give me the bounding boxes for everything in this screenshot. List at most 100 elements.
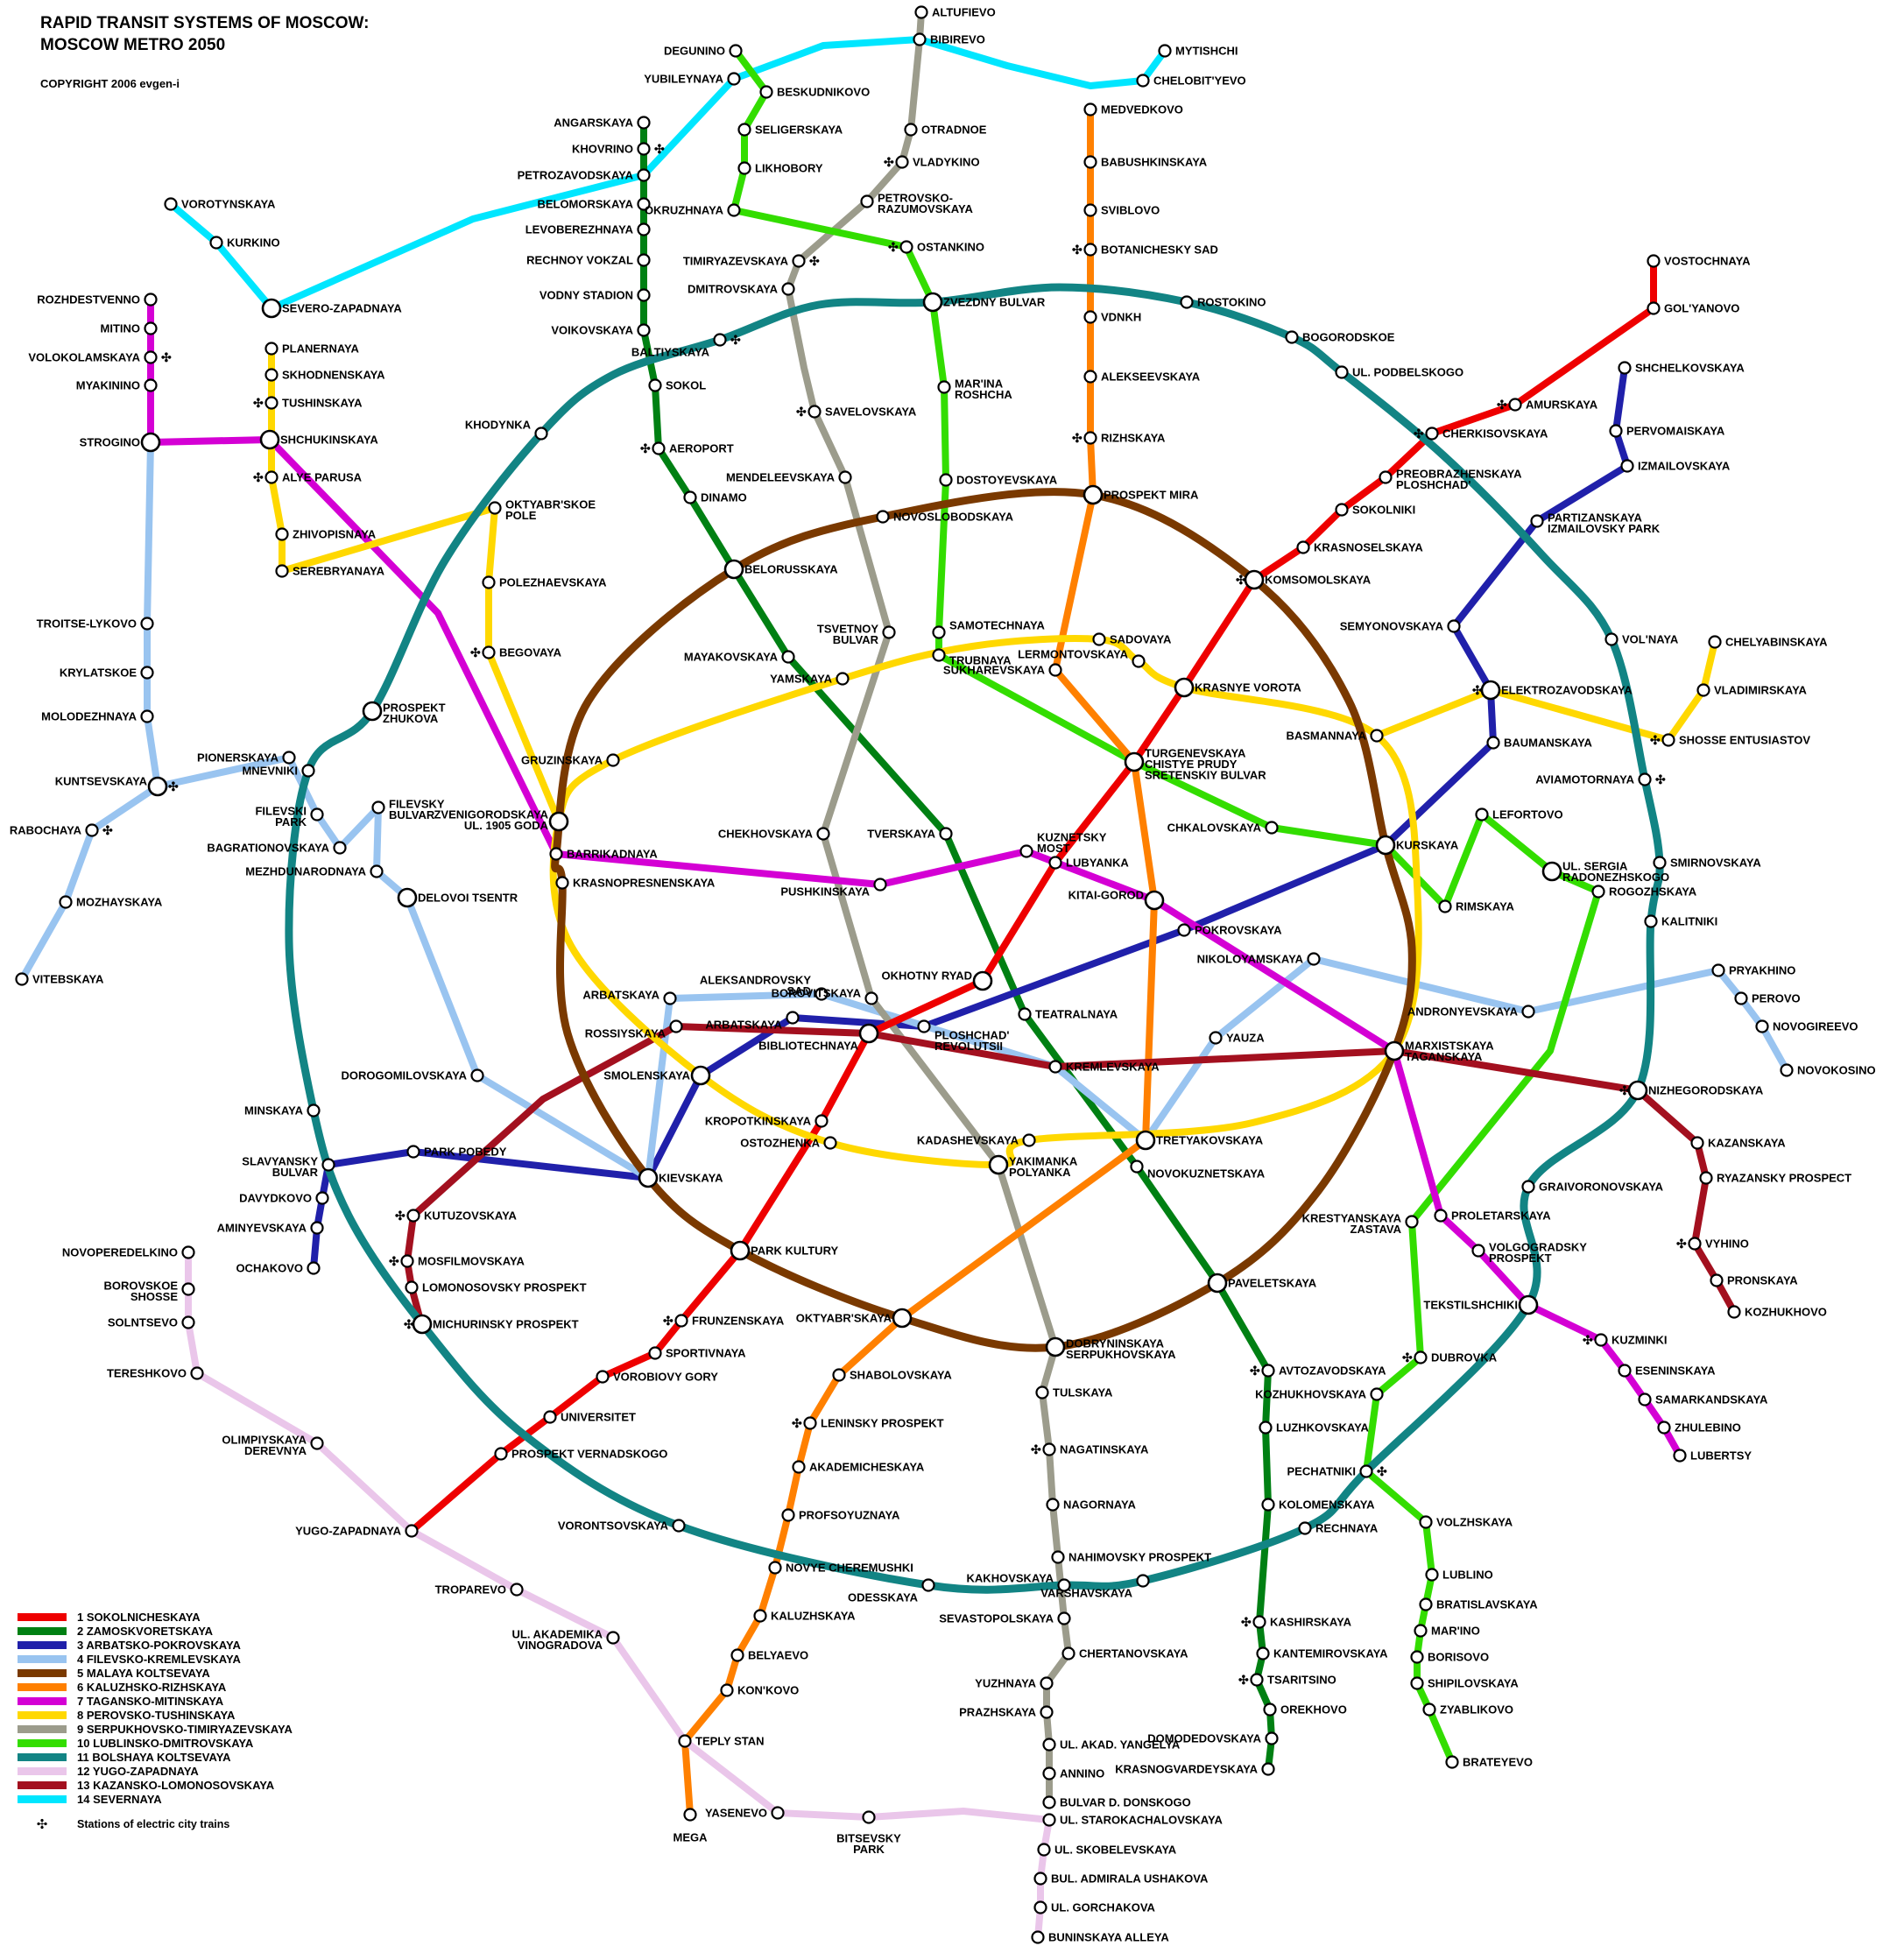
station-label: GRUZINSKAYA [521,754,603,767]
station-marker [1609,424,1623,438]
electric-train-cross-icon: ✣ [36,1817,48,1832]
station-marker [786,1011,800,1025]
station-label: YASENEVO [705,1807,767,1820]
station-label: OREKHOVO [1280,1703,1347,1717]
station-label: KIEVSKAYA [659,1172,723,1185]
station-label: BIBIREVO [930,33,985,46]
station-marker [939,827,953,841]
station-marker [1384,1040,1405,1061]
station-marker [921,1578,935,1592]
electric-train-cross-icon: ✣ [1250,1364,1260,1378]
station-label: BAGRATIONOVSKAYA [207,842,329,855]
electric-train-cross-icon: ✣ [1236,573,1246,587]
legend-color-swatch [18,1724,67,1733]
electric-train-cross-icon: ✣ [1676,1237,1687,1251]
station-marker [1657,1421,1671,1435]
electric-train-cross-icon: ✣ [1583,1333,1593,1347]
station-marker [1244,569,1265,590]
station-label: ANGARSKAYA [554,116,633,130]
station-label: UL. PODBELSKOGO [1352,366,1463,379]
station-label: POLEZHAEVSKAYA [499,576,607,589]
station-label: RIZHSKAYA [1101,432,1166,445]
station-marker [972,970,993,991]
station-marker [1261,1364,1275,1378]
station-label: BESKUDNIKOVO [777,86,870,99]
station-marker [301,764,315,778]
station-label: KUNTSEVSKAYA [55,775,148,788]
station-marker [406,1209,420,1223]
station-marker [144,378,158,392]
station-marker [181,1282,195,1296]
station-marker [310,1436,324,1450]
metro-line-8-ring [549,635,1422,1169]
station-marker [1083,102,1097,116]
legend-row-line-6: 6 KALUZHSKO-RIZHSKAYA [18,1680,293,1694]
station-label: PROSPEKT VERNADSKOGO [511,1448,667,1461]
station-label: AKADEMICHESKAYA [809,1461,925,1474]
station-marker [370,864,384,878]
station-marker [1158,44,1172,58]
station-label: PETROZAVODSKAYA [518,169,634,182]
electric-train-cross-icon: ✣ [809,254,820,268]
station-marker [1447,619,1461,633]
station-marker [899,240,913,254]
page-title-line2: MOSCOW METRO 2050 [40,36,226,54]
station-marker [637,222,651,236]
station-label: KAKHOVSKAYA [967,1572,1054,1585]
station-label: KAZANSKAYA [1708,1137,1786,1150]
station-label: PARK POBEDY [424,1146,507,1159]
station-label: BIBLIOTECHNAYA [758,1040,859,1053]
station-label: VLADIMIRSKAYA [1714,684,1808,697]
station-label: AEROPORT [669,442,734,455]
station-marker [15,972,29,986]
station-marker [882,625,896,639]
station-marker [261,298,282,319]
station-marker [1261,1498,1275,1512]
station-label: SADOVAYA [1110,633,1172,646]
station-label: BELYAEVO [748,1649,808,1662]
station-label: SAMARKANDSKAYA [1655,1393,1768,1407]
station-marker [510,1583,524,1597]
electric-train-cross-icon: ✣ [888,240,899,254]
station-marker [406,1145,420,1159]
station-label: KURSKAYA [1396,839,1459,852]
labels-layer: VOSTOCHNAYAGOL'YANOVO✣AMURSKAYA✣CHERKISO… [10,6,1876,1944]
station-label: DOMODEDOVSKAYA [1147,1732,1261,1745]
station-label: PAVELETSKAYA [1228,1277,1317,1290]
station-label: MEGA [674,1831,709,1844]
station-marker [1410,1650,1424,1664]
station-marker [727,72,741,86]
station-marker [771,1806,785,1820]
station-label: STROGINO [80,436,140,449]
station-marker [838,470,852,484]
station-marker [1307,952,1321,966]
station-label: UL. AKAD. YANGELYA [1060,1738,1181,1752]
station-marker [1414,1350,1428,1364]
station-label: NOVOSLOBODSKAYA [893,511,1014,524]
station-label: SUKHAREVSKAYA [943,664,1046,677]
station-label: TROPAREVO [435,1583,506,1597]
station-label: VOSTOCHNAYA [1664,255,1751,268]
station-label: SHCHELKOVSKAYA [1635,362,1745,375]
station-marker [1124,751,1145,772]
station-label: BABUSHKINSKAYA [1101,156,1208,169]
station-label: DMITROVSKAYA [688,283,779,296]
station-label: BAUMANSKAYA [1504,737,1593,750]
station-marker [371,800,385,814]
station-label: KOZHUKHOVO [1745,1306,1827,1319]
station-marker [321,1158,335,1172]
station-marker [144,293,158,307]
electric-train-cross-icon: ✣ [1072,243,1083,257]
electric-train-cross-icon: ✣ [1472,683,1483,697]
station-label: ARBATSKAYA [582,989,659,1002]
station-label: DUBROVKA [1431,1351,1498,1364]
station-marker [1438,899,1452,913]
station-marker [1083,203,1097,217]
station-label: SVIBLOVO [1101,204,1160,217]
station-marker [596,1370,610,1384]
station-marker [892,1308,913,1329]
station-marker [1042,1813,1056,1827]
legend-row-line-11: 11 BOLSHAYA KOLTSEVAYA [18,1750,293,1764]
